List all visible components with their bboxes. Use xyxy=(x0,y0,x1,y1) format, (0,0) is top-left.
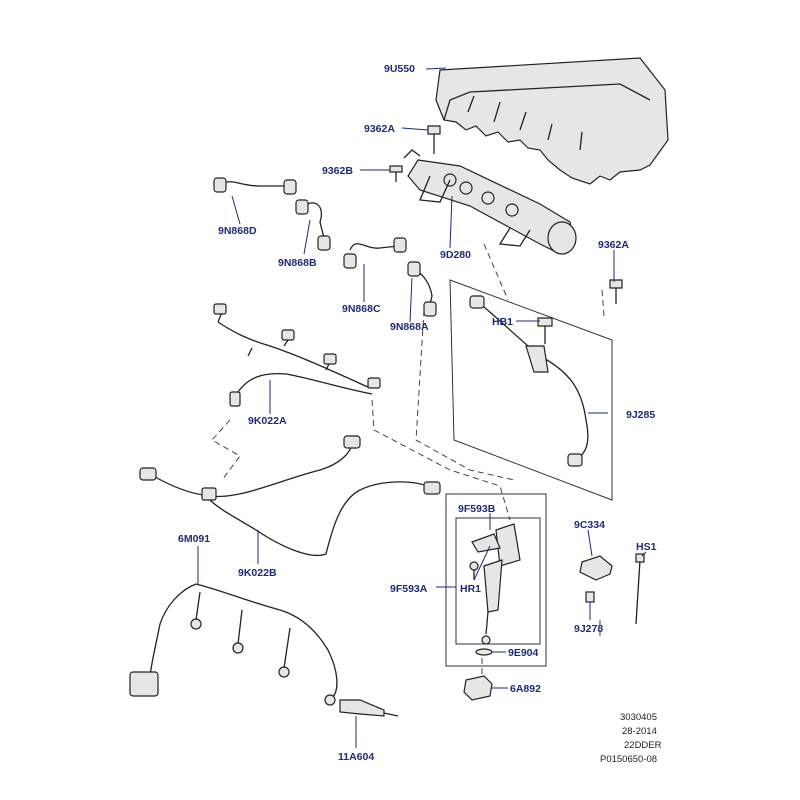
bolt-9362a-right-part xyxy=(609,279,623,304)
label-6a892: 6A892 xyxy=(510,683,541,695)
label-9u550: 9U550 xyxy=(384,63,415,75)
injector-inner-frame xyxy=(455,517,541,645)
label-9j278: 9J278 xyxy=(574,623,603,635)
reference-line-3: 22DDER xyxy=(624,740,662,751)
clamp-9c334-part xyxy=(579,555,613,581)
bolt-hr1-part xyxy=(469,561,479,580)
label-6m091: 6M091 xyxy=(178,533,210,545)
label-9c334: 9C334 xyxy=(574,519,605,531)
harness-9k022a-part xyxy=(213,303,381,407)
pipe-9n868b-part xyxy=(295,199,331,251)
engine-cover-part xyxy=(435,57,669,185)
injector-9f593a-part xyxy=(481,523,521,645)
injector-outer-frame xyxy=(445,493,547,667)
harness-9k022b-part xyxy=(139,435,441,556)
label-9n868c: 9N868C xyxy=(342,303,381,315)
stud-9j278-part xyxy=(585,591,595,603)
assembly-lines xyxy=(211,243,605,676)
reference-line-2: 28-2014 xyxy=(622,726,657,737)
label-hr1: HR1 xyxy=(460,583,481,595)
nut-6a892-part xyxy=(463,675,493,701)
label-hs1: HS1 xyxy=(636,541,657,553)
reference-block: 3030405 28-2014 22DDER P0150650-08 xyxy=(600,712,662,765)
label-9k022a: 9K022A xyxy=(248,415,287,427)
return-pipe-frame xyxy=(449,279,613,501)
label-9f593b: 9F593B xyxy=(458,503,496,515)
bolt-9362b-part xyxy=(389,165,403,182)
label-9362a-right: 9362A xyxy=(598,239,629,251)
label-9d280: 9D280 xyxy=(440,249,471,261)
label-9n868b: 9N868B xyxy=(278,257,317,269)
glow-harness-6m091-part xyxy=(129,583,338,706)
pipe-9n868a-part xyxy=(407,261,437,317)
label-hb1: HB1 xyxy=(492,316,513,328)
glow-plug-11a604-part xyxy=(339,699,399,717)
pipe-9n868c-part xyxy=(343,237,407,269)
label-9n868a: 9N868A xyxy=(390,321,429,333)
label-9j285: 9J285 xyxy=(626,409,655,421)
label-9e904: 9E904 xyxy=(508,647,539,659)
label-9362a-top: 9362A xyxy=(364,123,395,135)
bolt-hb1-part xyxy=(537,317,553,344)
fuel-rail-part xyxy=(403,149,577,255)
label-9k022b: 9K022B xyxy=(238,567,277,579)
clamp-9f593b-part xyxy=(471,533,501,553)
label-9362b: 9362B xyxy=(322,165,353,177)
washer-9e904-part xyxy=(475,648,493,656)
label-11a604: 11A604 xyxy=(338,751,374,763)
reference-line-4: P0150650-08 xyxy=(600,754,657,765)
bolt-9362a-top-part xyxy=(427,125,441,154)
reference-line-1: 3030405 xyxy=(620,712,657,723)
pipe-9n868d-part xyxy=(213,177,297,195)
stud-hs1-part xyxy=(635,553,645,625)
return-pipe-9j285-part xyxy=(469,295,589,467)
leader-lines xyxy=(197,67,647,748)
label-9f593a: 9F593A xyxy=(390,583,428,595)
label-9n868d: 9N868D xyxy=(218,225,257,237)
